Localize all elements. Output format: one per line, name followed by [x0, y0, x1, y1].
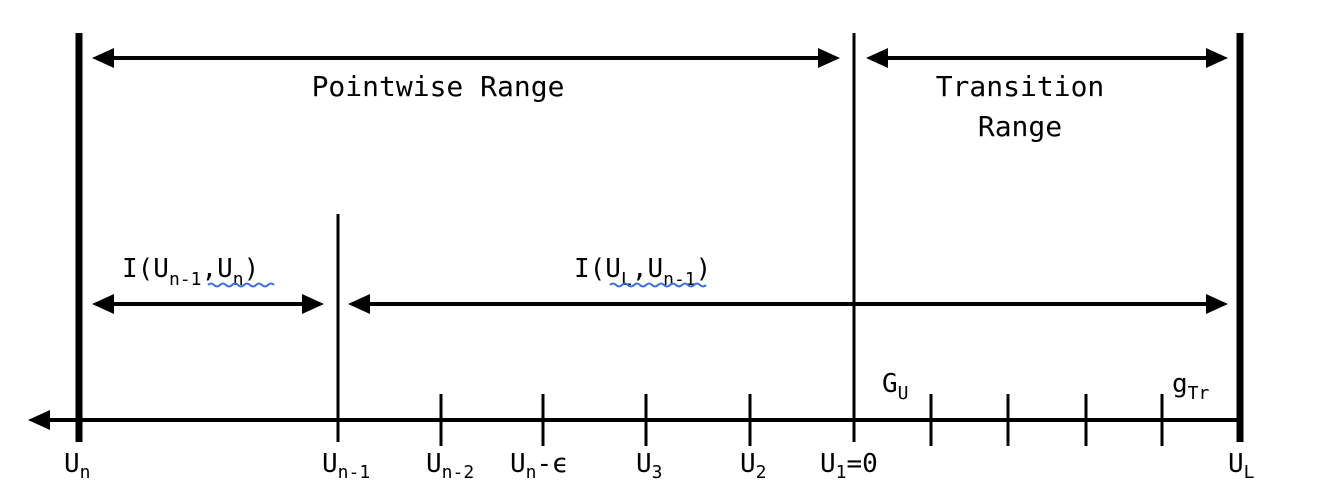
- transition-arrowhead-right: [1206, 48, 1228, 68]
- label-u2: U2: [740, 449, 767, 483]
- interval-left-label: I(Un-1,Un): [122, 254, 259, 290]
- gu-label: GU: [882, 369, 909, 404]
- spellcheck-squiggle-right: [609, 282, 707, 288]
- interval-left-arrowhead-right: [302, 294, 324, 314]
- interval-right-label: I(UL,Un-1): [574, 254, 711, 290]
- label-u3: U3: [636, 449, 663, 483]
- pointwise-arrowhead-left: [92, 48, 114, 68]
- label-u1: U1=0: [820, 449, 878, 483]
- pointwise-range-label: Pointwise Range: [312, 70, 565, 103]
- interval-right-arrowhead-left: [348, 294, 370, 314]
- label-uneps: Un-ϵ: [510, 449, 568, 483]
- interval-right-arrowhead-right: [1206, 294, 1228, 314]
- axis-left-arrowhead: [28, 410, 50, 430]
- transition-range-label-line2: Range: [978, 110, 1062, 143]
- interval-left-arrowhead-left: [92, 294, 114, 314]
- transition-range-label-line1: Transition: [936, 70, 1105, 103]
- label-un: Un: [64, 449, 91, 483]
- spellcheck-squiggle-left: [207, 282, 275, 288]
- pointwise-arrowhead-right: [818, 48, 840, 68]
- label-un1: Un-1: [322, 449, 370, 483]
- label-un2: Un-2: [426, 449, 474, 483]
- label-ul: UL: [1228, 449, 1255, 483]
- transition-arrowhead-left: [866, 48, 888, 68]
- gtr-label: gTr: [1172, 369, 1209, 404]
